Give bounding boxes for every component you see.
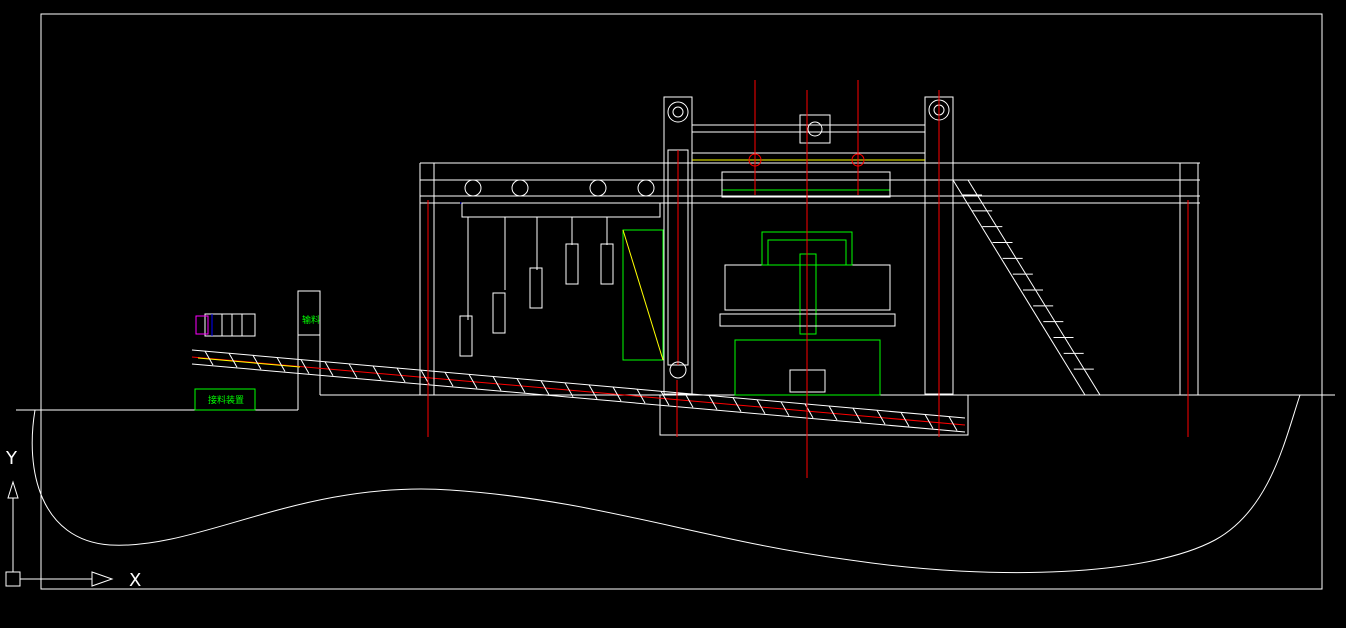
screw-flight — [276, 357, 286, 372]
screw-flight — [516, 378, 526, 393]
screw-flight — [252, 355, 262, 370]
screw-flight — [684, 393, 694, 408]
screw-flight — [444, 372, 454, 387]
screw-flight — [492, 376, 502, 391]
hanging-forms[interactable] — [459, 179, 664, 361]
screw-flight — [564, 382, 574, 398]
screw-flight — [660, 391, 670, 406]
base-label: 接料装置 — [208, 394, 244, 406]
screw-flight — [300, 359, 310, 374]
hopper-block[interactable]: 输料 — [297, 290, 321, 336]
drawing-border — [40, 13, 1323, 590]
ucs-icon[interactable]: Y X — [5, 448, 141, 591]
base-box[interactable]: 接料装置 — [194, 388, 256, 411]
center-lines — [427, 200, 1189, 437]
terrain-curve — [31, 394, 1301, 574]
screw-flight — [372, 365, 382, 381]
screw-flight — [468, 374, 478, 389]
screw-flight — [900, 412, 910, 427]
hopper-label: 输料 — [302, 314, 320, 326]
screw-flight — [540, 380, 550, 395]
screw-flight — [636, 388, 646, 404]
screw-flight — [924, 414, 934, 429]
press-machine[interactable] — [719, 80, 896, 478]
main-frame[interactable] — [419, 90, 1200, 396]
screw-flight — [612, 386, 622, 402]
y-arrow-icon — [7, 480, 19, 499]
screw-flight — [228, 353, 238, 368]
screw-flight — [396, 367, 406, 383]
screw-conveyor[interactable] — [191, 313, 966, 433]
screw-flight — [708, 395, 718, 410]
screw-flight — [852, 407, 862, 423]
screw-flight — [348, 363, 358, 379]
ucs-x-label: X — [129, 570, 141, 591]
screw-flight — [588, 384, 598, 400]
screw-flight — [204, 350, 214, 366]
screw-flight — [324, 361, 334, 376]
x-arrow-icon — [91, 571, 114, 587]
screw-flight — [948, 416, 958, 431]
ucs-y-label: Y — [5, 448, 18, 469]
screw-flight — [804, 403, 814, 419]
screw-flight — [780, 401, 790, 417]
screw-flight — [828, 405, 838, 421]
screw-flight — [876, 410, 886, 425]
screw-flight — [756, 399, 766, 414]
screw-flight — [732, 397, 742, 412]
